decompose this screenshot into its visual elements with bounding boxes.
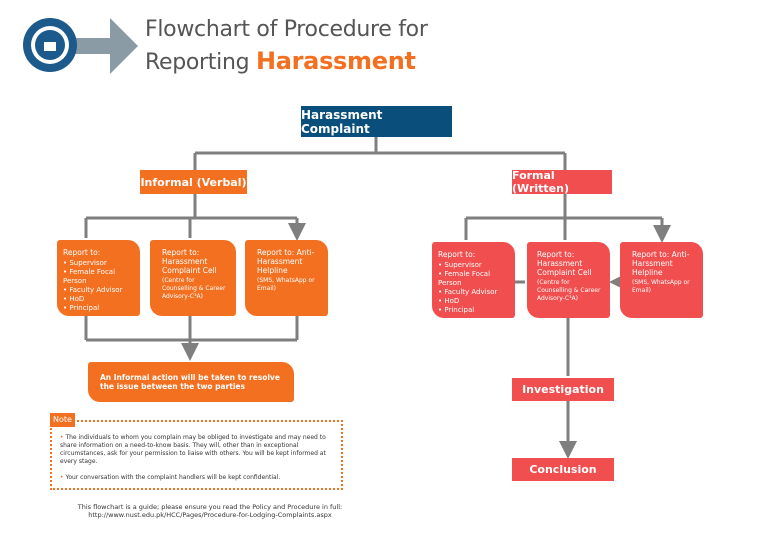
- box-sub: (Centre for Counselling & Career Advisor…: [537, 279, 601, 302]
- list-item: Faculty Advisor: [63, 286, 134, 295]
- informal-node: Informal (Verbal): [140, 170, 247, 194]
- box-heading: Report to:: [438, 250, 476, 259]
- footer-link[interactable]: http://www.nust.edu.pk/HCC/Pages/Procedu…: [88, 511, 332, 519]
- investigation-node: Investigation: [512, 378, 614, 401]
- list-item: Principal: [63, 304, 134, 313]
- title-line-1: Flowchart of Procedure for: [145, 17, 428, 42]
- header-logo: [23, 18, 138, 74]
- formal-report-hcc: Report to: Harassment Complaint Cell (Ce…: [527, 242, 610, 318]
- note-box: The individuals to whom you complain may…: [50, 420, 343, 490]
- note-label: Note: [50, 413, 75, 427]
- formal-report-helpline: Report to: Anti-Harssment Helpline (SMS,…: [620, 242, 703, 318]
- formal-node: Formal (Written): [512, 169, 612, 195]
- conclusion-node: Conclusion: [512, 458, 614, 481]
- list-item: Female Focal Person: [63, 268, 134, 286]
- informal-report-helpline: Report to: Anti-Harassment Helpline (SMS…: [245, 240, 328, 316]
- box-sub: (SMS, WhatsApp or Email): [632, 279, 690, 294]
- footer: This flowchart is a guide; please ensure…: [60, 503, 360, 519]
- box-sub: (Centre for Counselling & Career Advisor…: [162, 277, 226, 300]
- box-heading: Report to:: [63, 248, 101, 257]
- informal-report-people: Report to: SupervisorFemale Focal Person…: [57, 240, 140, 316]
- list-item: HoD: [63, 295, 134, 304]
- informal-report-hcc: Report to: Harassment Complaint Cell (Ce…: [150, 240, 236, 316]
- box-sub: (SMS, WhatsApp or Email): [257, 277, 315, 292]
- note-item: The individuals to whom you complain may…: [60, 434, 335, 466]
- footer-text: This flowchart is a guide; please ensure…: [77, 503, 343, 511]
- informal-outcome: An Informal action will be taken to reso…: [88, 362, 294, 402]
- box-heading: Report to: Anti-Harassment Helpline: [257, 248, 315, 275]
- list-item: Faculty Advisor: [438, 288, 509, 297]
- title-line-2: Reporting Harassment: [145, 47, 416, 77]
- list-item: Principal: [438, 306, 509, 315]
- title-highlight: Harassment: [255, 47, 416, 75]
- list-item: Supervisor: [438, 261, 509, 270]
- note-item: Your conversation with the complaint han…: [60, 474, 335, 482]
- box-heading: Report to: Anti-Harssment Helpline: [632, 250, 690, 277]
- box-heading: Report to: Harassment Complaint Cell: [537, 250, 592, 277]
- list-item: HoD: [438, 297, 509, 306]
- root-node: Harassment Complaint: [301, 106, 452, 137]
- formal-report-people: Report to: SupervisorFemale Focal Person…: [432, 242, 515, 318]
- arrow-icon: [65, 18, 138, 74]
- title-prefix: Reporting: [145, 50, 250, 75]
- list-item: Supervisor: [63, 259, 134, 268]
- box-heading: Report to: Harassment Complaint Cell: [162, 248, 217, 275]
- list-item: Female Focal Person: [438, 270, 509, 288]
